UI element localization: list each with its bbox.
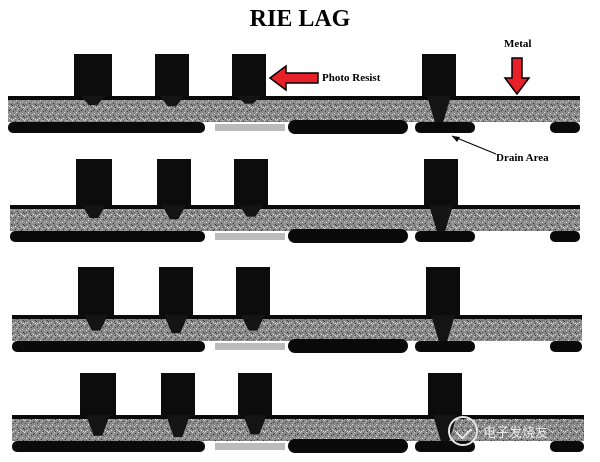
bottom-gap bbox=[215, 124, 285, 131]
bottom-metal-line bbox=[12, 341, 205, 352]
photo-resist-pillar bbox=[238, 373, 272, 415]
metal-layer bbox=[12, 415, 584, 420]
bottom-metal-line bbox=[550, 341, 582, 352]
bottom-metal-line bbox=[415, 341, 475, 352]
watermark-text: 电子发烧友 bbox=[483, 425, 549, 441]
bottom-metal-line bbox=[550, 441, 584, 452]
photo-resist-pillar bbox=[80, 373, 116, 415]
etched-trench bbox=[243, 415, 267, 435]
drain-area-label: Drain Area bbox=[496, 152, 549, 164]
bottom-metal-line bbox=[8, 122, 205, 133]
photo-resist-pillar bbox=[232, 54, 266, 96]
watermark-logo-icon bbox=[448, 416, 478, 446]
etched-trench bbox=[160, 96, 184, 107]
bottom-metal-line bbox=[415, 122, 475, 133]
drain-area-pointer bbox=[451, 135, 497, 155]
bottom-metal-line bbox=[288, 120, 408, 134]
photo-resist-pillar bbox=[159, 267, 193, 315]
process-stage-3 bbox=[12, 267, 582, 353]
bottom-metal-line bbox=[12, 441, 205, 452]
photo-resist-pillar bbox=[157, 159, 191, 205]
etched-trench bbox=[86, 415, 110, 436]
etched-trench bbox=[427, 96, 451, 122]
photo-resist-pillar bbox=[426, 267, 460, 315]
etched-trench bbox=[84, 315, 108, 331]
etched-trench bbox=[162, 205, 186, 220]
bottom-metal-line bbox=[550, 231, 580, 242]
bottom-gap bbox=[215, 443, 285, 450]
bottom-metal-line bbox=[10, 231, 205, 242]
metal-arrow bbox=[503, 57, 531, 96]
etched-trench bbox=[429, 205, 453, 231]
etched-trench bbox=[81, 96, 105, 106]
photo-resist-pillar bbox=[74, 54, 112, 96]
photo-resist-pillar bbox=[422, 54, 456, 96]
photo-resist-pillar bbox=[236, 267, 270, 315]
etched-trench bbox=[164, 315, 188, 334]
photo-resist-pillar bbox=[428, 373, 462, 415]
photo-resist-pillar bbox=[234, 159, 268, 205]
etched-trench bbox=[431, 315, 455, 341]
etched-trench bbox=[239, 205, 263, 217]
etched-trench bbox=[241, 315, 265, 331]
photo-resist-pillar bbox=[155, 54, 189, 96]
etched-trench bbox=[237, 96, 261, 104]
metal-layer bbox=[12, 315, 582, 320]
bottom-metal-line bbox=[288, 229, 408, 243]
process-stage-4 bbox=[12, 373, 584, 453]
metal-layer bbox=[10, 205, 580, 210]
bottom-metal-line bbox=[288, 339, 408, 353]
figure-title: RIE LAG bbox=[249, 6, 351, 32]
photo-resist-pillar bbox=[161, 373, 195, 415]
process-stage-1 bbox=[8, 54, 580, 134]
etched-trench bbox=[82, 205, 106, 218]
metal-layer bbox=[8, 96, 580, 101]
metal-label: Metal bbox=[504, 38, 532, 50]
photo-resist-pillar bbox=[78, 267, 114, 315]
process-stage-2 bbox=[10, 159, 580, 243]
photo-resist-pillar bbox=[76, 159, 112, 205]
bottom-metal-line bbox=[288, 439, 408, 453]
etched-trench bbox=[166, 415, 190, 438]
photo-resist-pillar bbox=[424, 159, 458, 205]
bottom-metal-line bbox=[415, 231, 475, 242]
photo-resist-arrow bbox=[268, 64, 319, 92]
photo-resist-label: Photo Resist bbox=[322, 72, 381, 84]
bottom-gap bbox=[215, 343, 285, 350]
watermark: 电子发烧友 bbox=[448, 416, 548, 446]
bottom-gap bbox=[215, 233, 285, 240]
bottom-metal-line bbox=[550, 122, 580, 133]
